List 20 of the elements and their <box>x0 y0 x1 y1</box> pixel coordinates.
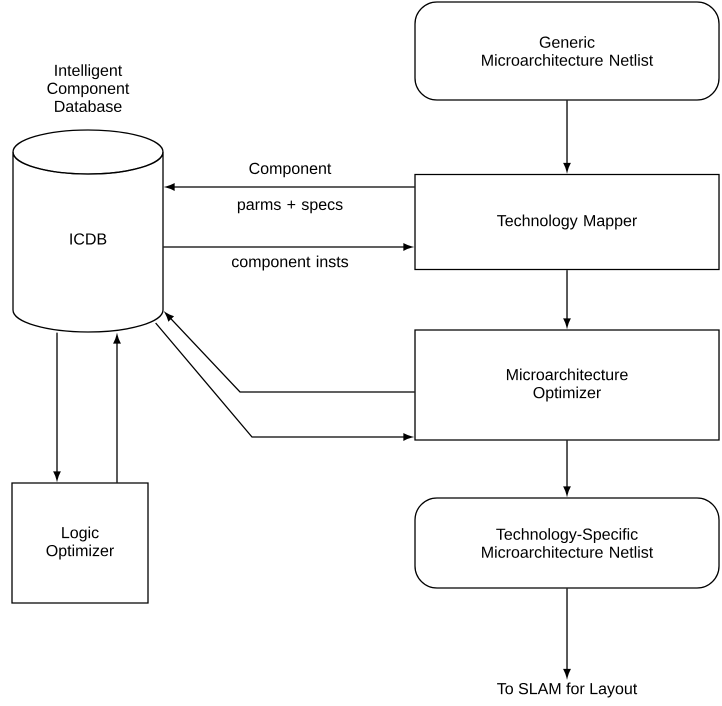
netlist-box: Generic Microarchitecture Netlist <box>414 1 720 101</box>
process-box: Logic Optimizer <box>11 482 149 604</box>
output-text: To SLAM for Layout <box>497 682 638 698</box>
process-box: Technology Mapper <box>414 174 720 270</box>
netlist-box: Technology-Specific Microarchitecture Netlist <box>414 497 720 589</box>
arrow <box>166 183 414 191</box>
arrow <box>113 334 121 482</box>
arrow <box>563 588 571 678</box>
heading-text: Intelligent Component Database <box>47 64 130 112</box>
arrow <box>563 440 571 496</box>
edge-label: Component parms + specs <box>238 162 343 214</box>
process-box: Microarchitecture Optimizer <box>414 329 720 441</box>
arrow <box>53 332 61 480</box>
arrow <box>155 322 412 441</box>
database-cylinder: ICDB <box>12 129 164 333</box>
arrow <box>164 312 414 393</box>
edge-label: component insts <box>232 256 348 270</box>
arrow <box>563 100 571 172</box>
arrow <box>563 270 571 328</box>
arrow <box>164 243 412 251</box>
